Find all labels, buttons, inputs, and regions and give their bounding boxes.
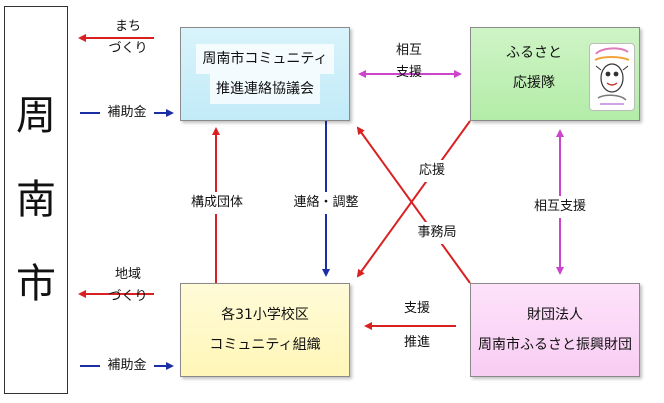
city-label: 周 南 市 xyxy=(4,6,68,394)
label-support-promote-line2: 推進 xyxy=(394,332,440,354)
label-machizukuri-line1: まち xyxy=(114,19,141,34)
label-subsidy-bottom: 補助金 xyxy=(100,355,154,377)
arrow-ouen xyxy=(356,120,471,278)
schools-line2: コミュニティ組織 xyxy=(209,337,321,353)
council-line1: 周南市コミュニティ xyxy=(196,44,334,74)
mascot-illustration-icon xyxy=(589,43,635,111)
council-box: 周南市コミュニティ 推進連絡協議会 xyxy=(180,27,350,121)
foundation-line2: 周南市ふるさと振興財団 xyxy=(478,337,632,353)
label-chiikizukuri-line1: 地域 xyxy=(114,267,141,282)
label-secretariat: 事務局 xyxy=(410,222,464,244)
label-ouen: 応援 xyxy=(414,160,450,182)
foundation-box: 財団法人 周南市ふるさと振興財団 xyxy=(470,283,640,377)
label-machizukuri: まち づくり xyxy=(100,16,156,60)
label-support-promote: 支援 推進 xyxy=(394,298,440,354)
label-mutual-top-line2: 支援 xyxy=(395,65,422,80)
city-char-3: 市 xyxy=(16,261,56,307)
label-chiikizukuri-line2: づくり xyxy=(108,289,148,304)
council-line2: 推進連絡協議会 xyxy=(210,74,320,104)
support-line1: ふるさと xyxy=(506,45,562,61)
city-char-1: 周 xyxy=(16,93,56,139)
arrow-secretariat xyxy=(356,126,471,284)
schools-box: 各31小学校区 コミュニティ組織 xyxy=(180,283,350,377)
label-member-groups: 構成団体 xyxy=(186,192,248,214)
label-mutual-top: 相互 支援 xyxy=(384,40,434,84)
city-char-2: 南 xyxy=(16,177,56,223)
label-mutual-right: 相互支援 xyxy=(528,196,592,218)
support-line2: 応援隊 xyxy=(513,75,555,91)
foundation-line1: 財団法人 xyxy=(527,307,583,323)
label-chiikizukuri: 地域 づくり xyxy=(100,264,156,308)
label-support-promote-line1: 支援 xyxy=(394,298,440,320)
label-machizukuri-line2: づくり xyxy=(108,41,148,56)
schools-line1: 各31小学校区 xyxy=(221,307,309,323)
label-mutual-top-line1: 相互 xyxy=(395,43,422,58)
label-liaison: 連絡・調整 xyxy=(284,192,368,214)
label-subsidy-top: 補助金 xyxy=(100,102,154,124)
support-box: ふるさと 応援隊 xyxy=(470,27,640,121)
